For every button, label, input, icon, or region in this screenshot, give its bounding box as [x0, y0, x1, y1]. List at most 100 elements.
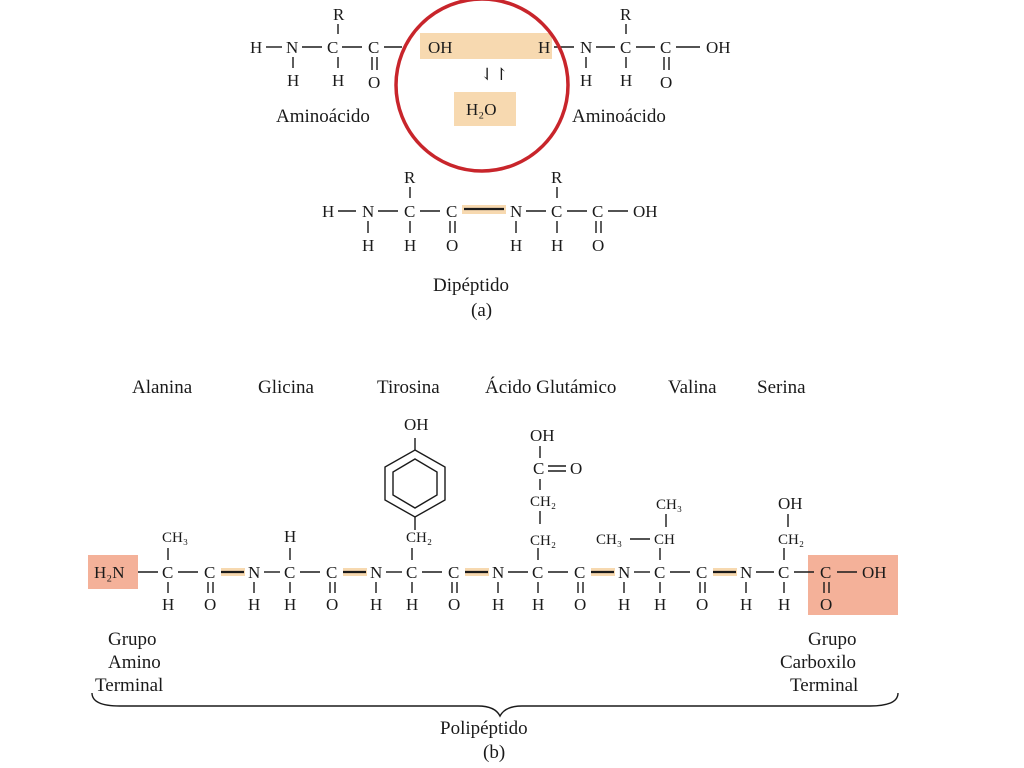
atom-n: N [740, 563, 752, 582]
atom-ch2: CH₂ [530, 494, 556, 510]
atom-c-carbonyl: C [696, 563, 707, 582]
atom-c-alpha: C [654, 563, 665, 582]
atom-h: H [538, 38, 550, 57]
atom-ch2: CH₂ [778, 532, 804, 548]
valine-side-chain: CH₃ CH₃ CH [596, 497, 682, 548]
atom-o: O [570, 459, 582, 478]
atom-o: O [446, 236, 458, 255]
atom-c: C [404, 202, 415, 221]
atom-o: O [592, 236, 604, 255]
panel-a: H N C C OH R H H O Aminoácido ⇃↾ H₂O [250, 0, 731, 321]
atom-h: H [532, 595, 544, 614]
atom-h: H [406, 595, 418, 614]
water-molecule: H₂O [466, 100, 496, 119]
amino-terminal-label-line2: Amino [108, 652, 161, 673]
atom-n: N [370, 563, 382, 582]
atom-c-carbonyl: C [574, 563, 585, 582]
dipeptide-label: Dipéptido [433, 275, 509, 296]
carboxyl-terminal-label-line3: Terminal [790, 675, 858, 696]
tyrosine-ring: OH [384, 415, 446, 530]
amino-terminal-label-line3: Terminal [95, 675, 163, 696]
atom-h: H [322, 202, 334, 221]
atom-ch2: CH₂ [530, 533, 556, 549]
atom-h: H [492, 595, 504, 614]
atom-o: O [448, 595, 460, 614]
atom-h: H [620, 71, 632, 90]
atom-h: H [618, 595, 630, 614]
atom-h: H [778, 595, 790, 614]
residue-label-acido-glutamico: Ácido Glutámico [485, 376, 616, 398]
atom-oh: OH [778, 494, 803, 513]
atom-h: H [284, 527, 296, 546]
atom-h: H [654, 595, 666, 614]
atom-h: H [332, 71, 344, 90]
atom-c-alpha: C [532, 563, 543, 582]
atom-oh: OH [428, 38, 453, 57]
highlight-circle [394, 0, 570, 173]
carboxyl-terminal-label-line2: Carboxilo [780, 652, 856, 673]
atom-c-alpha: C [162, 563, 173, 582]
atom-oh: OH [530, 426, 555, 445]
atom-oh: OH [706, 38, 731, 57]
glutamic-side-chain: OH C O CH₂ CH₂ [530, 426, 582, 549]
polypeptide-label: Polipéptido [440, 718, 528, 739]
atom-o: O [660, 73, 672, 92]
atom-c-alpha: C [284, 563, 295, 582]
atom-o: O [696, 595, 708, 614]
atom-o: O [204, 595, 216, 614]
atom-oh: OH [404, 415, 429, 434]
atom-c-alpha: C [620, 38, 631, 57]
atom-c-carbonyl: C [326, 563, 337, 582]
carboxyl-terminal-highlight [808, 555, 898, 615]
carboxyl-terminal-label-line1: Grupo [808, 629, 857, 650]
atom-o: O [368, 73, 380, 92]
atom-o: O [820, 595, 832, 614]
atom-h: H [551, 236, 563, 255]
equilibrium-arrows-icon: ⇃↾ [480, 65, 509, 84]
atom-r: R [551, 168, 563, 187]
atom-oh: OH [633, 202, 658, 221]
atom-o: O [326, 595, 338, 614]
residue-label-tirosina: Tirosina [377, 377, 440, 398]
atom-c-carbonyl: C [368, 38, 379, 57]
atom-h: H [162, 595, 174, 614]
atom-h: H [250, 38, 262, 57]
atom-h: H [370, 595, 382, 614]
atom-n: N [286, 38, 298, 57]
dipeptide: H N C C N C C OH R R H H [322, 168, 658, 321]
atom-c-alpha: C [406, 563, 417, 582]
atom-c-alpha: C [327, 38, 338, 57]
panel-b-label: (b) [483, 742, 505, 763]
residue-label-valina: Valina [668, 377, 717, 398]
atom-r: R [404, 168, 416, 187]
panel-a-label: (a) [471, 300, 492, 321]
panel-b: Alanina Glicina Tirosina Ácido Glutámico… [88, 376, 899, 763]
atom-h: H [287, 71, 299, 90]
atom-n: N [510, 202, 522, 221]
atom-oh: OH [862, 563, 887, 582]
atom-h: H [580, 71, 592, 90]
atom-ch3: CH₃ [596, 532, 622, 548]
atom-o: O [574, 595, 586, 614]
atom-h: H [248, 595, 260, 614]
serine-side-chain: OH CH₂ [778, 494, 804, 548]
atom-n: N [492, 563, 504, 582]
amino-acid-right: H N C C OH R H H O Aminoácido [538, 5, 731, 127]
atom-c-carbonyl: C [660, 38, 671, 57]
atom-ch: CH [654, 532, 675, 548]
atom-h: H [510, 236, 522, 255]
atom-ch3: CH₃ [656, 497, 682, 513]
amino-acid-left-label: Aminoácido [276, 106, 370, 127]
atom-n: N [362, 202, 374, 221]
atom-n: N [580, 38, 592, 57]
atom-c-carbonyl: C [448, 563, 459, 582]
atom-r: R [620, 5, 632, 24]
polypeptide-brace [91, 692, 899, 718]
atom-c: C [533, 459, 544, 478]
atom-n: N [248, 563, 260, 582]
atom-c-carbonyl: C [820, 563, 831, 582]
atom-h: H [404, 236, 416, 255]
